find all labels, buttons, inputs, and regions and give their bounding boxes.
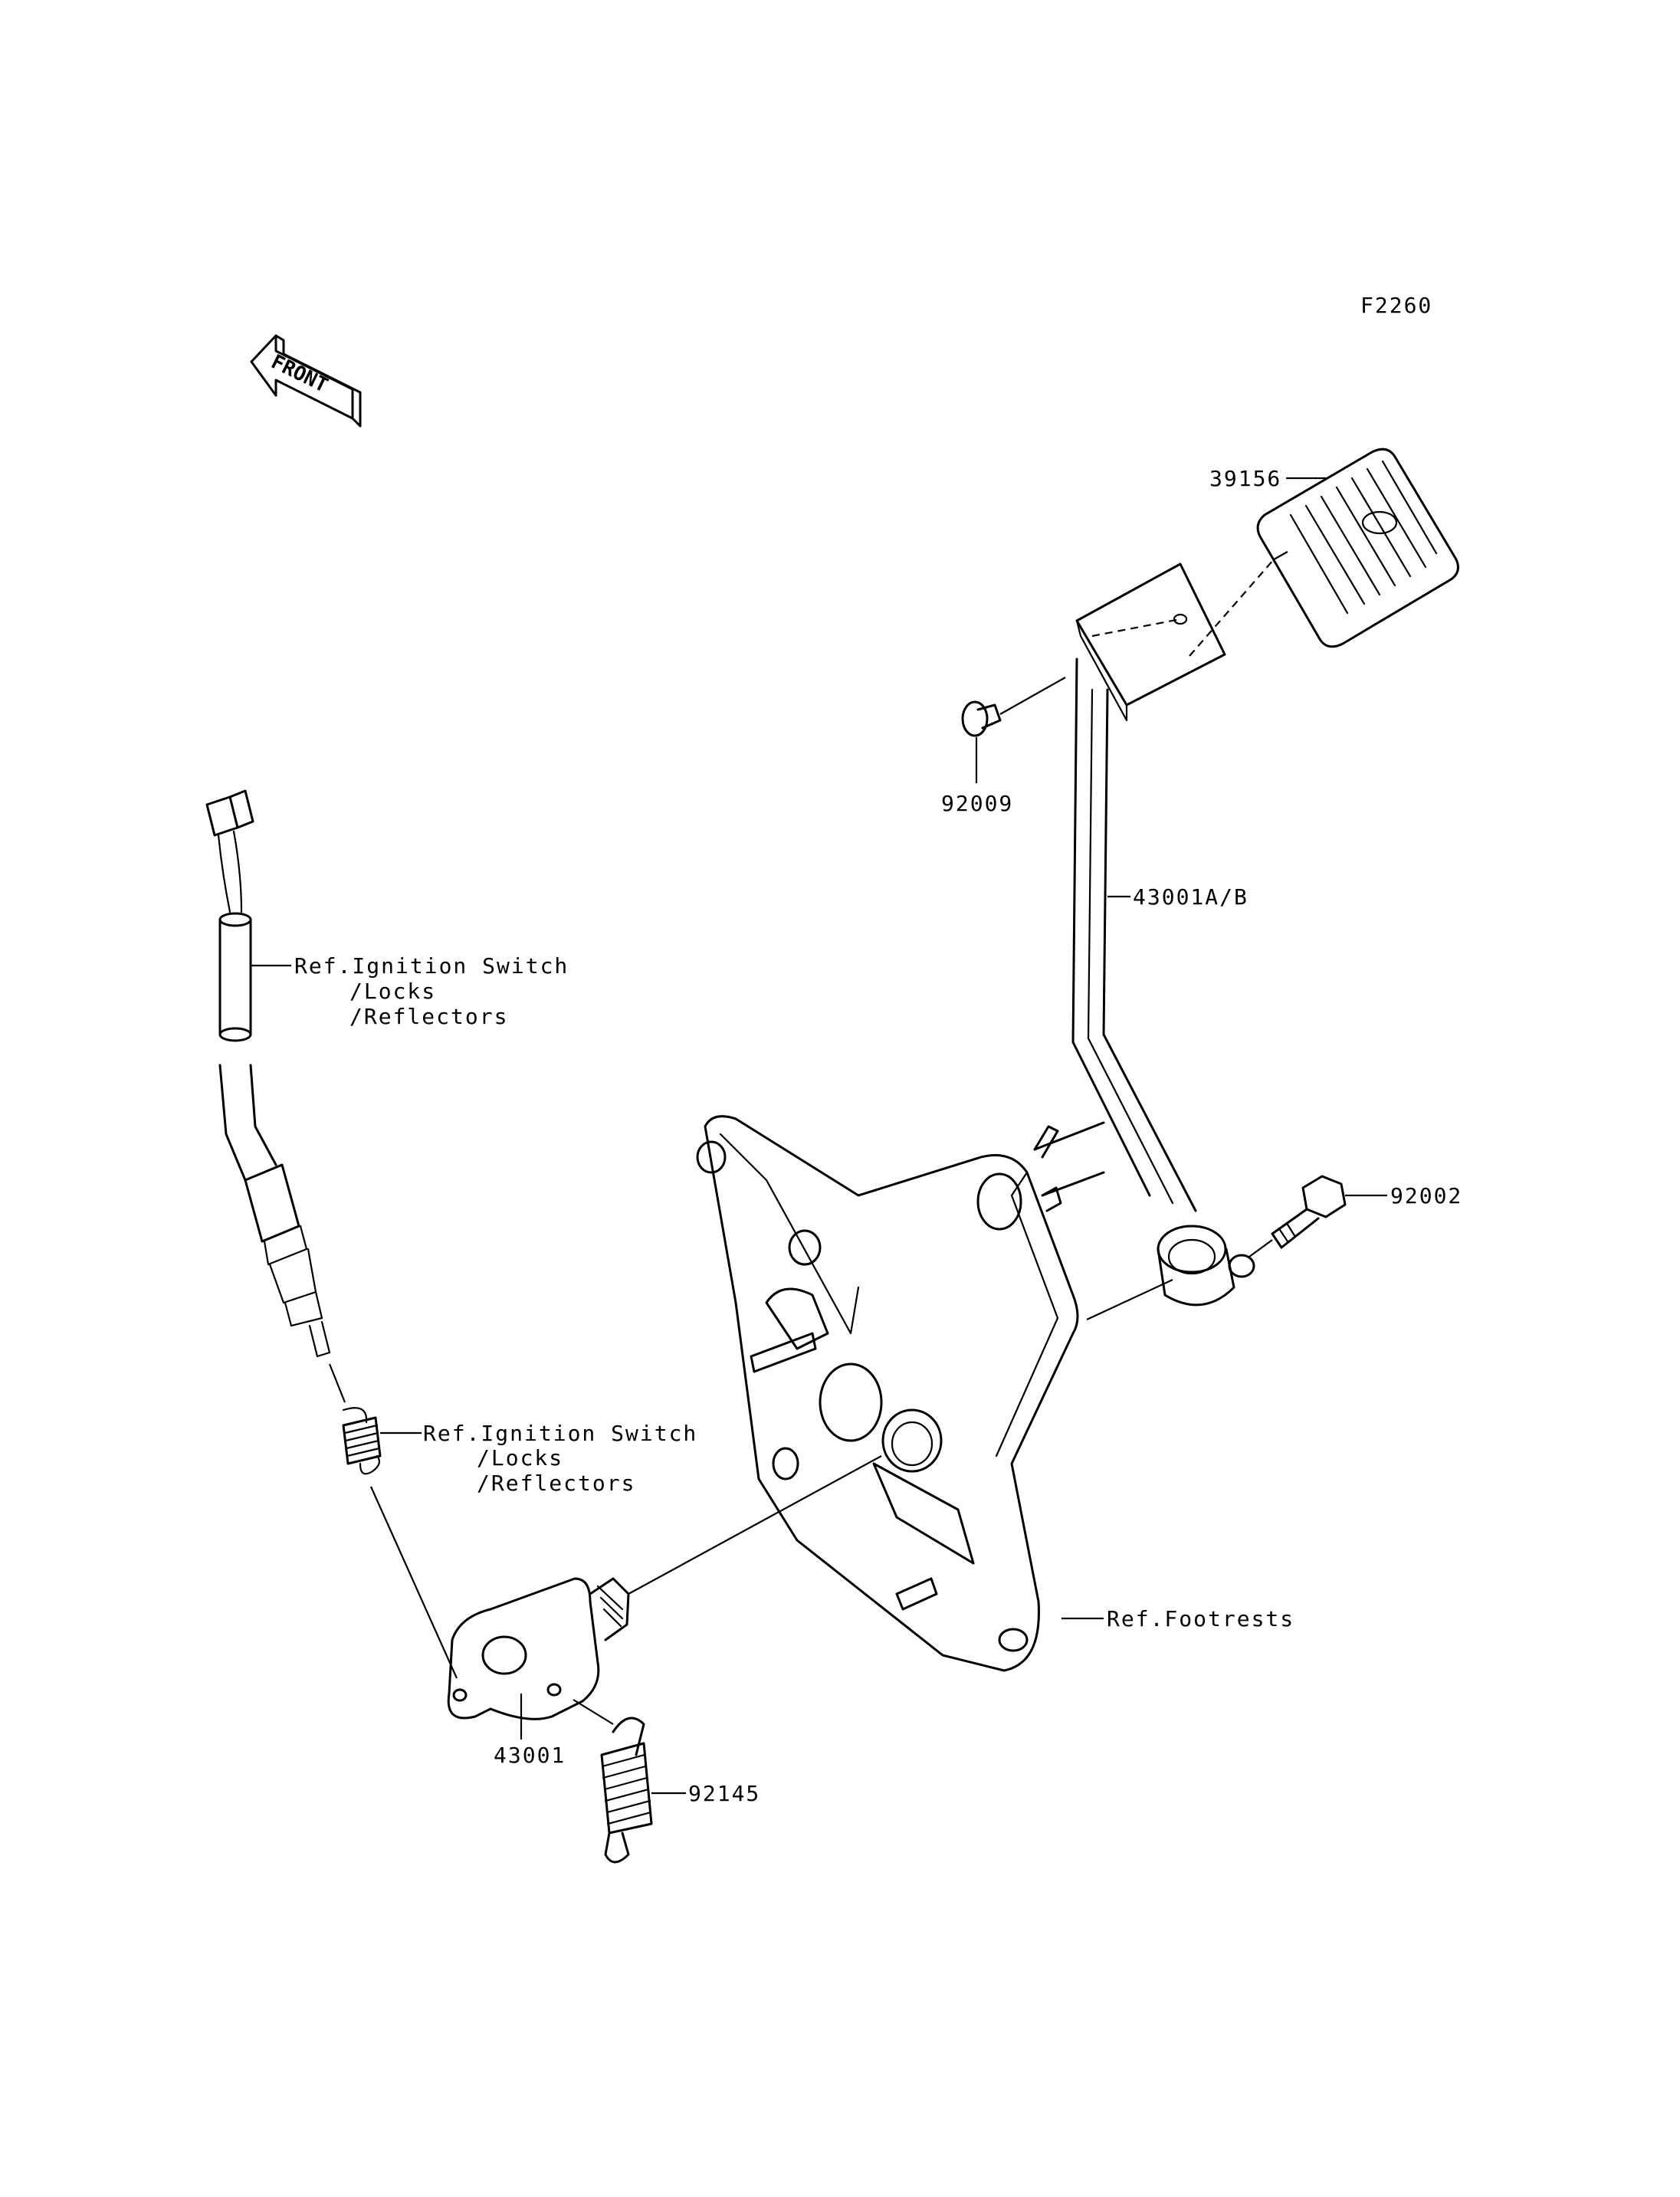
lever-arm bbox=[447, 1577, 630, 1720]
ref-ignition-switch-lower: Ref.Ignition Switch /Locks /Reflectors bbox=[423, 1421, 697, 1496]
ref-upper-line-2: /Locks bbox=[349, 979, 436, 1004]
part-label-43001: 43001 bbox=[494, 1743, 566, 1768]
ref-upper-line-1: Ref.Ignition Switch bbox=[294, 953, 569, 979]
ref-ignition-switch-upper: Ref.Ignition Switch /Locks /Reflectors bbox=[294, 953, 569, 1029]
front-direction-arrow-icon: FRONT bbox=[250, 334, 362, 428]
switch-connector-cable bbox=[205, 789, 331, 1358]
part-label-43001ab: 43001A/B bbox=[1133, 884, 1249, 910]
ref-lower-line-2: /Locks bbox=[477, 1445, 563, 1471]
figure-code: F2260 bbox=[1360, 293, 1432, 318]
ref-footrests-label: Ref.Footrests bbox=[1107, 1606, 1294, 1631]
part-label-92009: 92009 bbox=[941, 791, 1013, 816]
footrest-bracket bbox=[696, 1115, 1105, 1672]
pedal-rubber bbox=[1256, 448, 1459, 648]
bolt bbox=[1271, 1175, 1347, 1249]
part-label-92145: 92145 bbox=[688, 1781, 760, 1806]
small-spring bbox=[342, 1407, 382, 1475]
ref-upper-line-3: /Reflectors bbox=[349, 1004, 508, 1029]
part-label-92002: 92002 bbox=[1390, 1183, 1462, 1208]
washer bbox=[961, 700, 1002, 737]
brake-pedal-arm bbox=[1071, 562, 1255, 1307]
return-spring bbox=[600, 1717, 653, 1864]
ref-lower-line-3: /Reflectors bbox=[477, 1471, 635, 1496]
part-label-39156: 39156 bbox=[1209, 466, 1281, 491]
ref-lower-line-1: Ref.Ignition Switch bbox=[423, 1421, 697, 1446]
